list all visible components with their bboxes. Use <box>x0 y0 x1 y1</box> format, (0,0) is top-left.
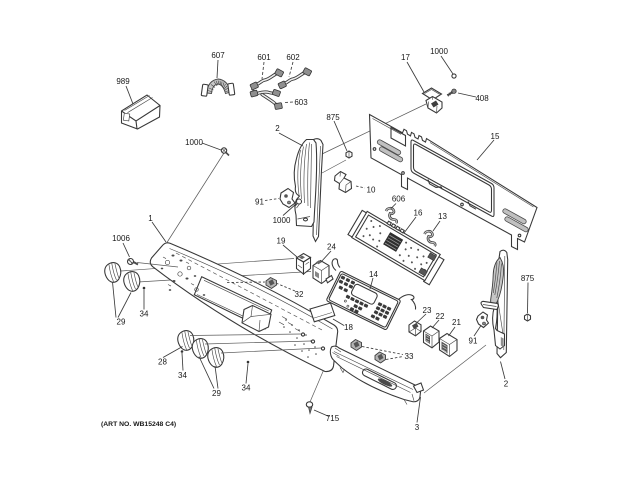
svg-text:875: 875 <box>521 274 535 283</box>
svg-text:1000: 1000 <box>273 216 291 225</box>
svg-text:602: 602 <box>286 53 300 62</box>
svg-text:603: 603 <box>294 98 308 107</box>
svg-text:28: 28 <box>158 358 167 367</box>
svg-text:2: 2 <box>275 124 280 133</box>
svg-text:1006: 1006 <box>112 234 130 243</box>
svg-text:29: 29 <box>117 318 126 327</box>
svg-text:23: 23 <box>423 306 432 315</box>
svg-text:19: 19 <box>277 237 286 246</box>
svg-text:601: 601 <box>257 53 271 62</box>
svg-text:1000: 1000 <box>185 138 203 147</box>
svg-text:16: 16 <box>414 209 423 218</box>
svg-text:32: 32 <box>295 290 304 299</box>
svg-text:21: 21 <box>452 318 461 327</box>
svg-text:24: 24 <box>327 243 336 252</box>
svg-text:989: 989 <box>116 77 130 86</box>
svg-text:3: 3 <box>415 423 420 432</box>
svg-text:18: 18 <box>344 323 353 332</box>
svg-text:34: 34 <box>242 384 251 393</box>
svg-text:14: 14 <box>369 270 378 279</box>
svg-text:13: 13 <box>438 212 447 221</box>
svg-text:607: 607 <box>211 51 225 60</box>
svg-text:(ART NO. WB15248 C4): (ART NO. WB15248 C4) <box>101 421 176 428</box>
svg-text:33: 33 <box>405 352 414 361</box>
svg-text:715: 715 <box>326 414 340 423</box>
svg-text:34: 34 <box>178 371 187 380</box>
svg-text:875: 875 <box>326 113 340 122</box>
svg-text:34: 34 <box>140 310 149 319</box>
svg-text:606: 606 <box>392 195 406 204</box>
svg-text:17: 17 <box>401 53 410 62</box>
svg-text:2: 2 <box>504 380 509 389</box>
svg-text:22: 22 <box>436 312 445 321</box>
svg-text:1000: 1000 <box>430 47 448 56</box>
svg-text:1: 1 <box>148 214 153 223</box>
svg-text:15: 15 <box>491 132 500 141</box>
svg-text:10: 10 <box>367 186 376 195</box>
svg-text:408: 408 <box>475 94 489 103</box>
svg-text:91: 91 <box>469 337 478 346</box>
svg-text:29: 29 <box>212 389 221 398</box>
svg-text:91: 91 <box>255 198 264 207</box>
